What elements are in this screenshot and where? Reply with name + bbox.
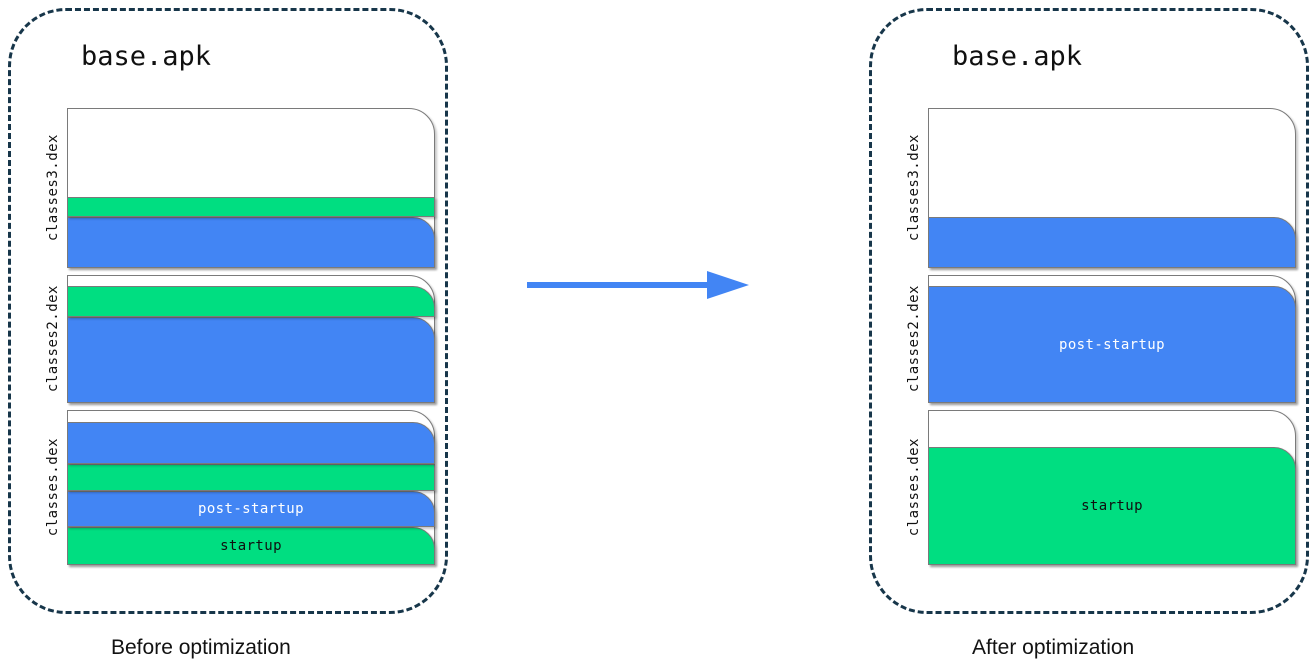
segment-green-startup: startup [67,527,435,565]
dex-card-classes3 [928,108,1296,268]
dex-group-after-classes3: classes3.dex [906,108,1296,268]
caption-after: After optimization [972,636,1135,659]
dex-label-classes: classes.dex [45,438,61,537]
dex-card-classes: startup post-startup [67,410,435,565]
apk-title-after: base.apk [952,41,1083,72]
dex-group-before-classes2: classes2.dex [45,275,435,403]
dex-label-classes3: classes3.dex [45,134,61,242]
dex-card-classes2 [67,275,435,403]
segment-stack [928,217,1296,268]
segment-stack [67,286,435,403]
segment-green-startup: startup [928,447,1296,565]
dex-card-classes3 [67,108,435,268]
segment-blue [67,422,435,464]
dex-card-classes2: post-startup [928,275,1296,403]
segment-green [67,464,435,491]
dex-card-classes: startup [928,410,1296,565]
segment-stack: startup [928,447,1296,565]
caption-before: Before optimization [111,636,291,659]
segment-blue-post-startup: post-startup [67,491,435,527]
segment-stack: post-startup [928,286,1296,403]
dex-label-classes2: classes2.dex [45,285,61,393]
segment-label-post-startup: post-startup [1059,336,1165,353]
segment-label-startup: startup [220,538,282,554]
segment-blue [67,217,435,268]
segment-blue [67,317,435,403]
apk-panel-before: base.apk classes3.dex classes2.dex [8,8,448,614]
dex-label-classes: classes.dex [906,438,922,537]
dex-label-classes2: classes2.dex [906,285,922,393]
dex-label-classes3: classes3.dex [906,134,922,242]
segment-label-startup: startup [1081,498,1143,514]
segment-green [67,286,435,317]
dex-group-before-classes3: classes3.dex [45,108,435,268]
apk-title-before: base.apk [81,41,212,72]
segment-blue-post-startup: post-startup [928,286,1296,403]
segment-blue [928,217,1296,268]
dex-group-after-classes2: classes2.dex post-startup [906,275,1296,403]
dex-group-before-classes: classes.dex startup post-startup [45,410,435,565]
dex-group-after-classes: classes.dex startup [906,410,1296,565]
segment-label-post-startup: post-startup [198,501,304,517]
segment-stack [67,197,435,268]
apk-panel-after: base.apk classes3.dex classes2.dex post-… [869,8,1309,614]
segment-stack: startup post-startup [67,422,435,565]
segment-green [67,197,435,217]
optimization-arrow [525,268,755,302]
